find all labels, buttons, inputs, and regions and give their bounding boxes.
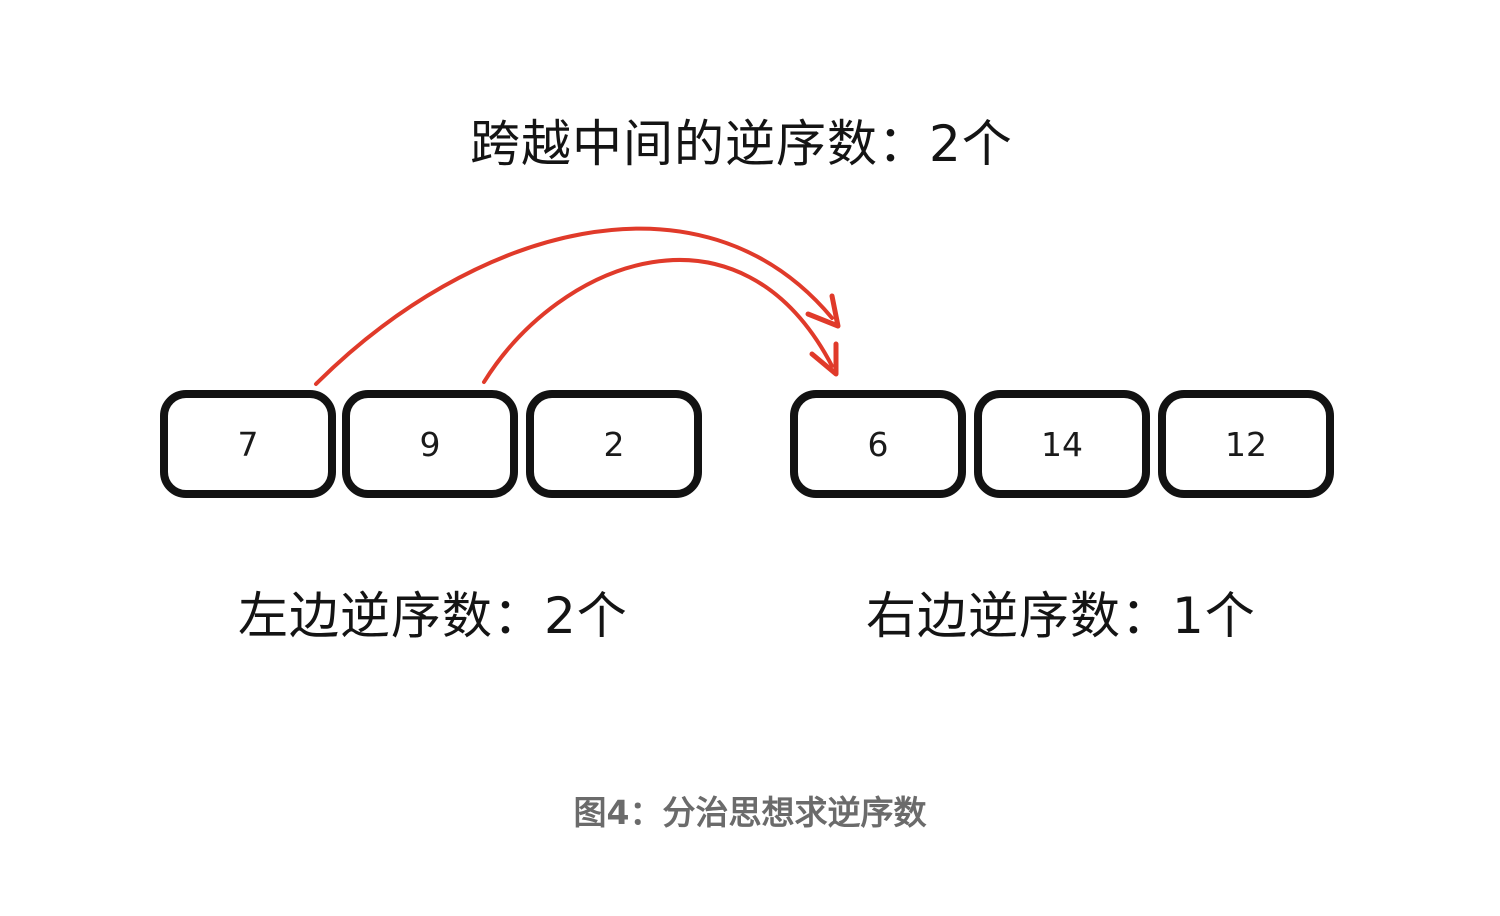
arrow-7-to-6	[314, 226, 834, 386]
figure-caption: 图4：分治思想求逆序数	[573, 793, 927, 832]
left-array-cell: 7	[160, 390, 336, 498]
arrow-head-9-to-6	[809, 341, 839, 377]
right-array-cell: 6	[790, 390, 966, 498]
right-inversions-label: 右边逆序数：1个	[866, 587, 1256, 645]
right-array-cell: 14	[974, 390, 1150, 498]
arrow-9-to-6	[482, 258, 834, 384]
left-array-cell: 2	[526, 390, 702, 498]
right-array-cell: 12	[1158, 390, 1334, 498]
left-array-cell: 9	[342, 390, 518, 498]
cross-middle-inversions-label: 跨越中间的逆序数：2个	[470, 115, 1013, 173]
arrow-head-7-to-6	[805, 293, 841, 329]
left-inversions-label: 左边逆序数：2个	[238, 587, 628, 645]
